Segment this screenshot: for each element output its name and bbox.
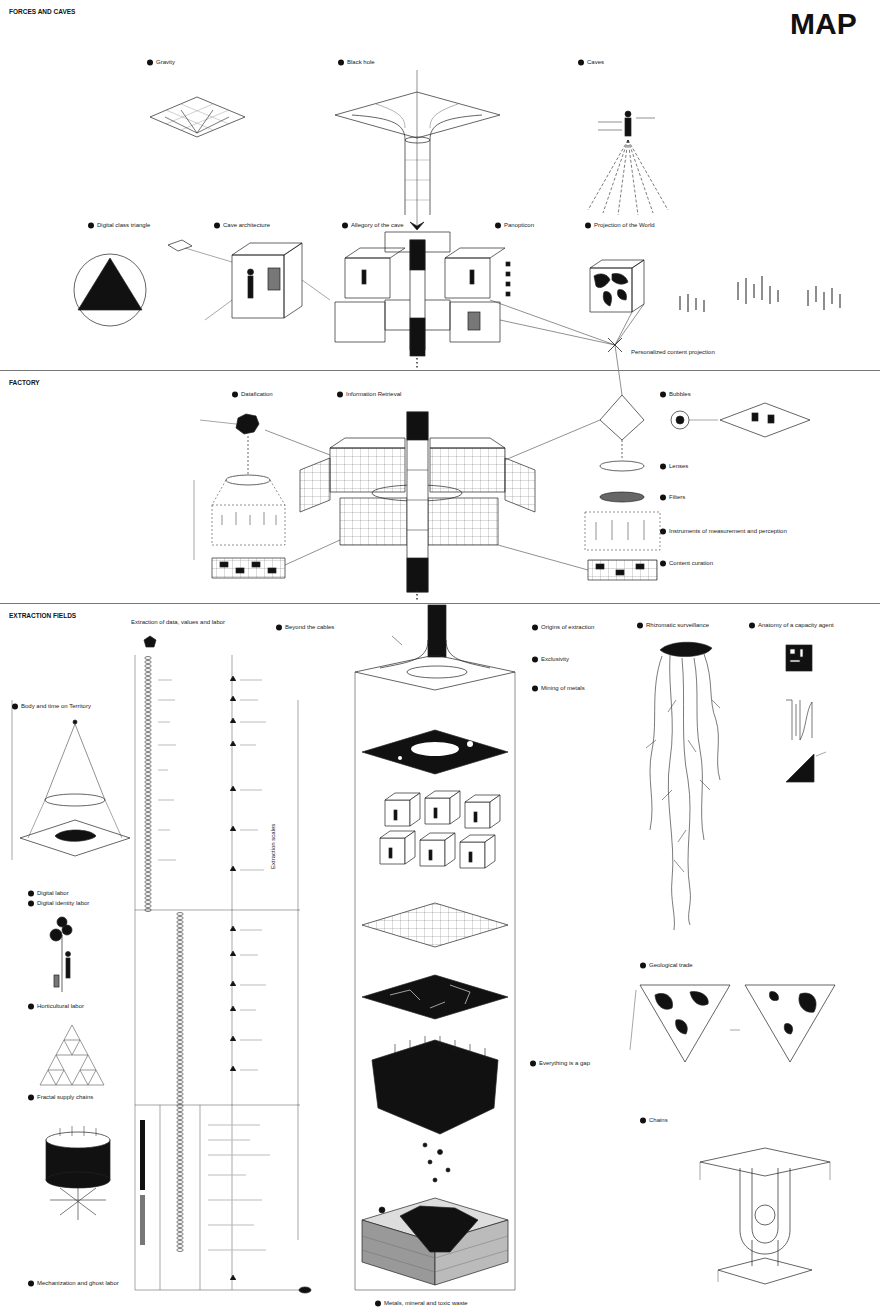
figure-label: Bubbles bbox=[668, 391, 692, 398]
figure-label: Gravity bbox=[155, 59, 176, 66]
figure-label: Content curation bbox=[668, 560, 714, 567]
figure-label: Cave architecture bbox=[222, 222, 271, 229]
bubbles-stack bbox=[498, 395, 810, 580]
figure-label: Black hole bbox=[346, 59, 376, 66]
callout-dot bbox=[660, 495, 666, 501]
figure-label: Extraction of data, values and labor bbox=[130, 619, 226, 626]
figure-label: Beyond the cables bbox=[284, 624, 335, 631]
drum-figure bbox=[46, 1126, 110, 1220]
callout-dot bbox=[232, 392, 238, 398]
figure-label: Projection of the World bbox=[593, 222, 656, 229]
figure-label: Instruments of measurement and perceptio… bbox=[668, 528, 788, 535]
callout-dot bbox=[338, 60, 344, 66]
datafication-stack bbox=[194, 414, 340, 578]
figure-label: Datafication bbox=[240, 391, 274, 398]
figure-label: Chains bbox=[648, 1117, 669, 1124]
callout-dot bbox=[147, 60, 153, 66]
callout-dot bbox=[342, 223, 348, 229]
section-band: FORCES AND CAVES bbox=[0, 0, 880, 370]
black-hole-figure bbox=[335, 70, 500, 230]
figure-label: Metals, mineral and toxic waste bbox=[383, 1300, 469, 1307]
figure-label: Allegory of the cave bbox=[350, 222, 405, 229]
figure-label: Geological trade bbox=[648, 962, 694, 969]
class-triangle bbox=[74, 254, 146, 326]
figure-label: Digital labor bbox=[36, 890, 70, 897]
section-band: FACTORY bbox=[0, 370, 880, 603]
callout-dot bbox=[28, 1281, 34, 1287]
figure-label: Panopticon bbox=[503, 222, 535, 229]
extraction-shaft bbox=[298, 605, 515, 1290]
factory-building bbox=[300, 412, 535, 592]
callout-dot bbox=[660, 464, 666, 470]
section-band: EXTRACTION FIELDS bbox=[0, 603, 880, 1312]
projection-lines bbox=[490, 300, 644, 395]
callout-dot bbox=[28, 891, 34, 897]
pentagon-icon bbox=[144, 636, 156, 647]
callout-dot bbox=[495, 223, 501, 229]
fractal-triangle bbox=[40, 1025, 104, 1085]
figure-label: Rhizomatic surveillance bbox=[645, 622, 710, 629]
callout-dot bbox=[28, 1004, 34, 1010]
figure-label: Digital class triangle bbox=[96, 222, 151, 229]
callout-dot bbox=[532, 625, 538, 631]
continuation-dots bbox=[416, 590, 417, 600]
figure-label: Origins of extraction bbox=[540, 624, 595, 631]
figure-label: Personalized content projection bbox=[630, 349, 716, 356]
callout-dot bbox=[88, 223, 94, 229]
callout-dot bbox=[532, 686, 538, 692]
callout-dot bbox=[578, 60, 584, 66]
callout-dot bbox=[28, 901, 34, 907]
figure-label: Everything is a gap bbox=[538, 1060, 591, 1067]
figure-label: Anatomy of a capacity agent bbox=[757, 622, 835, 629]
callout-dot bbox=[640, 963, 646, 969]
figure-groups bbox=[680, 276, 840, 312]
figure-label: Lenses bbox=[668, 463, 689, 470]
world-cube bbox=[590, 260, 644, 312]
figure-label: Mining of metals bbox=[540, 685, 586, 692]
callout-dot bbox=[530, 1061, 536, 1067]
callout-dot bbox=[585, 223, 591, 229]
continuation-dots bbox=[416, 358, 417, 368]
figure-label: Fractal supply chains bbox=[36, 1094, 94, 1101]
timeline-chains bbox=[135, 655, 311, 1293]
figure-label: Exclusivity bbox=[540, 656, 570, 663]
agent-icons bbox=[786, 645, 826, 782]
section-heading: FORCES AND CAVES bbox=[8, 8, 76, 15]
figure-label: Mechanization and ghost labor bbox=[36, 1280, 120, 1287]
callout-dot bbox=[28, 1095, 34, 1101]
callout-dot bbox=[214, 223, 220, 229]
section-heading: FACTORY bbox=[8, 379, 41, 386]
callout-dot bbox=[637, 623, 643, 629]
panopticon-figure bbox=[335, 232, 510, 356]
callout-dot bbox=[660, 529, 666, 535]
callout-dot bbox=[640, 1118, 646, 1124]
figure-label: Body and time on Territory bbox=[20, 703, 92, 710]
figure-label: Extraction scales bbox=[270, 823, 277, 870]
section-heading: EXTRACTION FIELDS bbox=[8, 612, 77, 619]
figure-label: Horticultural labor bbox=[36, 1003, 85, 1010]
figure-label: Digital identity labor bbox=[36, 900, 90, 907]
figure-label: Information Retrieval bbox=[345, 391, 402, 398]
callout-dot bbox=[12, 704, 18, 710]
callout-dot bbox=[749, 623, 755, 629]
callout-dot bbox=[337, 392, 343, 398]
callout-dot bbox=[375, 1301, 381, 1307]
callout-dot bbox=[532, 657, 538, 663]
callout-dot bbox=[276, 625, 282, 631]
callout-dot bbox=[660, 561, 666, 567]
poster-title: MAP bbox=[790, 8, 857, 40]
cave-architecture-figure bbox=[168, 240, 330, 320]
gravity-figure bbox=[150, 97, 245, 137]
caves-figure bbox=[588, 111, 668, 215]
body-territory-figure bbox=[12, 700, 130, 860]
tree-figure bbox=[50, 917, 72, 992]
figure-label: Caves bbox=[586, 59, 605, 66]
rhizome-figure bbox=[646, 642, 720, 930]
chains-figure bbox=[700, 1148, 830, 1284]
callout-dot bbox=[660, 392, 666, 398]
figure-label: Filters bbox=[668, 494, 686, 501]
callout-dots bbox=[12, 60, 755, 1307]
trade-triangles bbox=[630, 985, 835, 1062]
